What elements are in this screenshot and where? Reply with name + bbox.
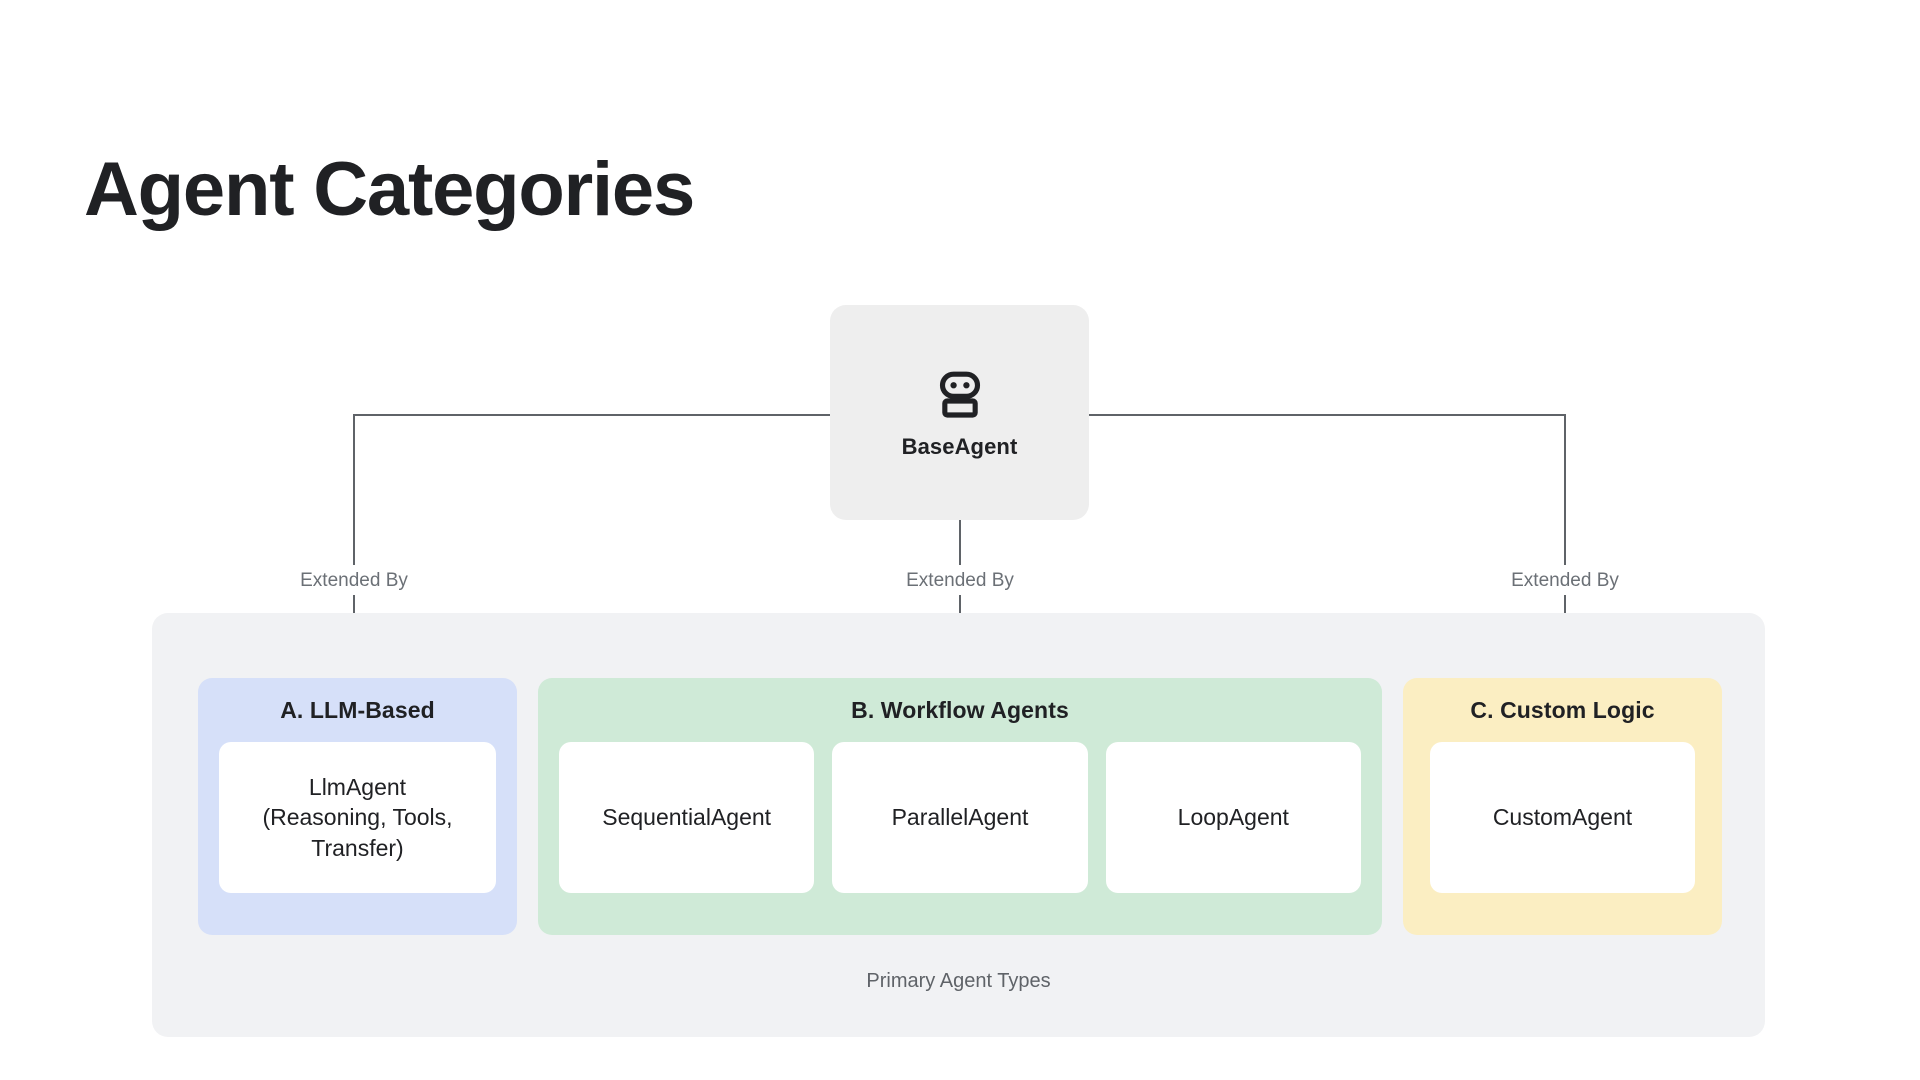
robot-icon: [939, 371, 980, 418]
card-sequential-agent[interactable]: SequentialAgent: [559, 742, 815, 893]
agent-group-row: A. LLM-Based LlmAgent(Reasoning, Tools,T…: [198, 678, 1722, 935]
card-llm-agent[interactable]: LlmAgent(Reasoning, Tools,Transfer): [219, 742, 496, 893]
primary-agent-types-container: A. LLM-Based LlmAgent(Reasoning, Tools,T…: [152, 613, 1765, 1037]
group-llm-based[interactable]: A. LLM-Based LlmAgent(Reasoning, Tools,T…: [198, 678, 517, 935]
node-base-agent-label: BaseAgent: [901, 433, 1018, 459]
edge-label-llm: Extended By: [293, 568, 415, 594]
primary-agent-types-caption: Primary Agent Types: [866, 970, 1051, 992]
group-workflow-agents-cards: SequentialAgent ParallelAgent LoopAgent: [538, 742, 1382, 893]
group-custom-logic[interactable]: C. Custom Logic CustomAgent: [1403, 678, 1722, 935]
group-workflow-agents[interactable]: B. Workflow Agents SequentialAgent Paral…: [538, 678, 1382, 935]
card-loop-agent[interactable]: LoopAgent: [1105, 742, 1361, 893]
group-custom-logic-title: C. Custom Logic: [1470, 697, 1655, 723]
group-workflow-agents-title: B. Workflow Agents: [851, 697, 1069, 723]
page-title: Agent Categories: [84, 147, 695, 232]
card-custom-agent[interactable]: CustomAgent: [1430, 742, 1695, 893]
group-llm-based-title: A. LLM-Based: [280, 697, 435, 723]
group-custom-logic-cards: CustomAgent: [1403, 742, 1722, 893]
edge-label-custom: Extended By: [1504, 568, 1626, 594]
node-base-agent[interactable]: BaseAgent: [830, 305, 1089, 520]
card-parallel-agent[interactable]: ParallelAgent: [832, 742, 1088, 893]
edge-label-workflow: Extended By: [899, 568, 1021, 594]
group-llm-based-cards: LlmAgent(Reasoning, Tools,Transfer): [198, 742, 517, 893]
